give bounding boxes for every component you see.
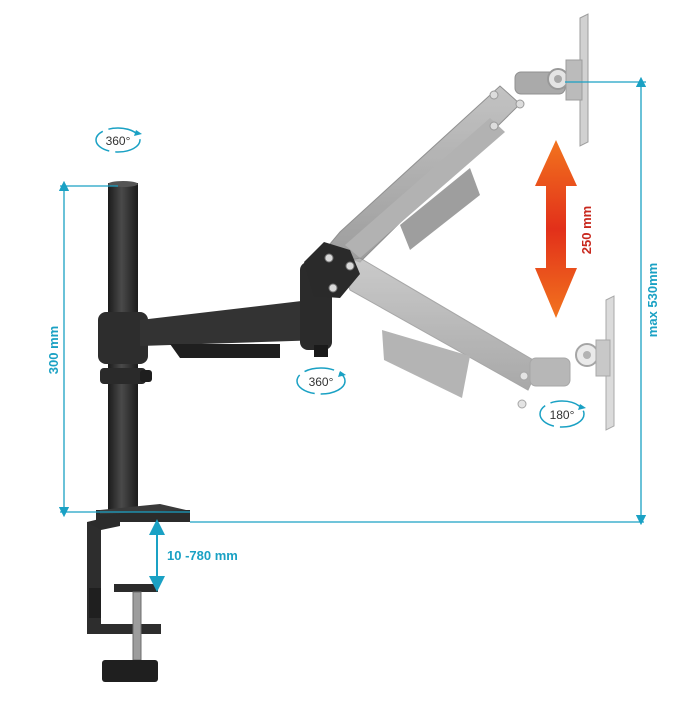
desk-clamp-label: 10 -780 mm	[167, 548, 238, 563]
pole-rotation-label: 360°	[106, 134, 131, 148]
rotation-icon-monitor	[539, 400, 586, 428]
rotation-icon-arm	[296, 367, 346, 395]
rotation-icon-pole	[95, 127, 142, 153]
arm-lower-position	[339, 257, 615, 431]
height-travel-arrow	[535, 140, 577, 318]
pole-height-label: 300 mm	[46, 326, 61, 374]
dimension-lines	[58, 76, 647, 592]
elbow-joint	[304, 242, 360, 298]
max-height-label: max 530mm	[645, 263, 660, 337]
desk-clamp	[87, 504, 190, 682]
arm-rotation-label: 360°	[309, 375, 334, 389]
horizontal-arm	[98, 262, 332, 364]
tilt-travel-label: 250 mm	[579, 206, 594, 254]
arm-upper-position	[324, 13, 589, 263]
monitor-rotation-label: 180°	[550, 408, 575, 422]
